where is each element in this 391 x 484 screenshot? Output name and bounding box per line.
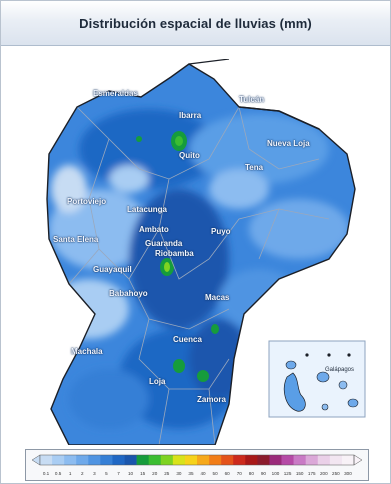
legend-tick-label: 25 <box>164 471 170 476</box>
legend-swatch <box>148 455 162 465</box>
legend-tick-label: 125 <box>284 471 292 476</box>
city-label: Latacunga <box>127 205 168 214</box>
city-label: Cuenca <box>173 335 202 344</box>
legend-tick-label: 70 <box>237 471 243 476</box>
legend-swatch <box>245 455 258 465</box>
city-label: Ambato <box>139 225 169 234</box>
city-label: Riobamba <box>155 249 194 258</box>
legend-tick-label: 300 <box>344 471 352 476</box>
legend-tick-label: 0.1 <box>43 471 50 476</box>
city-label: Tulcán <box>239 95 265 104</box>
legend-tick-label: 175 <box>308 471 316 476</box>
legend-tick-label: 50 <box>213 471 219 476</box>
legend-swatch <box>209 455 222 465</box>
legend-tick-label: 10 <box>128 471 134 476</box>
legend-tick-label: 40 <box>200 471 206 476</box>
legend-swatch <box>100 455 113 465</box>
province-borders <box>68 106 330 445</box>
rainfall-map-svg: Galápagos <box>29 59 369 445</box>
galapagos-inset: Galápagos <box>268 340 366 418</box>
city-label: Guayaquil <box>93 265 132 274</box>
northern-border-line <box>188 59 230 65</box>
legend-swatch <box>112 455 125 465</box>
legend-tick-label: 80 <box>249 471 255 476</box>
legend-swatch <box>124 455 137 465</box>
inset-label: Galápagos <box>325 367 354 373</box>
legend-swatch <box>341 455 355 465</box>
legend-swatch <box>281 455 294 465</box>
city-label: Esmeraldas <box>93 89 138 98</box>
legend-swatch <box>257 455 270 465</box>
legend-tick-label: 7 <box>117 471 120 476</box>
city-label: Santa Elena <box>53 235 99 244</box>
legend-swatch <box>88 455 101 465</box>
legend-tick-label: 2 <box>81 471 84 476</box>
city-label: Nueva Loja <box>267 139 310 148</box>
legend-swatch <box>64 455 77 465</box>
city-label: Guaranda <box>145 239 183 248</box>
city-label: Tena <box>245 163 264 172</box>
legend-tick-label: 1 <box>69 471 72 476</box>
legend-tick-label: 20 <box>152 471 158 476</box>
legend-tick-label: 100 <box>272 471 280 476</box>
city-label: Machala <box>71 347 103 356</box>
legend-swatch <box>293 455 306 465</box>
legend-swatch <box>221 455 234 465</box>
legend-swatch <box>160 455 174 465</box>
legend-swatch <box>329 455 343 465</box>
legend-tick-label: 250 <box>332 471 340 476</box>
city-label: Puyo <box>211 227 231 236</box>
legend-swatch <box>136 455 149 465</box>
city-label: Portoviejo <box>67 197 107 206</box>
city-label: Babahoyo <box>109 289 148 298</box>
legend-swatch <box>269 455 282 465</box>
legend-tick-label: 3 <box>93 471 96 476</box>
legend-swatch <box>184 455 198 465</box>
city-label: Loja <box>149 377 166 386</box>
legend-swatch <box>172 455 186 465</box>
legend-tick-label: 60 <box>225 471 231 476</box>
city-label: Zamora <box>197 395 226 404</box>
legend-tick-label: 200 <box>320 471 328 476</box>
map-title: Distribución espacial de lluvias (mm) <box>79 15 312 31</box>
legend-tick-label: 150 <box>296 471 304 476</box>
legend-arrow-left <box>31 454 41 466</box>
legend-tick-label: 30 <box>176 471 182 476</box>
legend-tick-label: 0.5 <box>55 471 62 476</box>
legend-arrow-right <box>353 454 363 466</box>
legend-swatch <box>317 455 331 465</box>
legend-tick-label: 15 <box>140 471 146 476</box>
city-label: Ibarra <box>179 111 202 120</box>
legend-tick-label: 35 <box>188 471 194 476</box>
legend-swatch <box>197 455 210 465</box>
legend-tick-label: 90 <box>261 471 267 476</box>
legend-tick-label: 5 <box>105 471 108 476</box>
rainfall-map: Galápagos Esmeraldas Tulcán Ibarra Quito… <box>29 59 369 445</box>
city-label: Quito <box>179 151 200 160</box>
legend-swatch <box>76 455 89 465</box>
northeastern-border-line <box>238 106 320 130</box>
legend-swatch <box>233 455 246 465</box>
title-bar: Distribución espacial de lluvias (mm) <box>1 1 390 46</box>
legend-frame <box>39 454 355 466</box>
city-label: Macas <box>205 293 230 302</box>
legend-swatch <box>40 455 53 465</box>
legend-swatch <box>52 455 65 465</box>
country-outline <box>46 63 356 445</box>
legend-swatch <box>305 455 319 465</box>
